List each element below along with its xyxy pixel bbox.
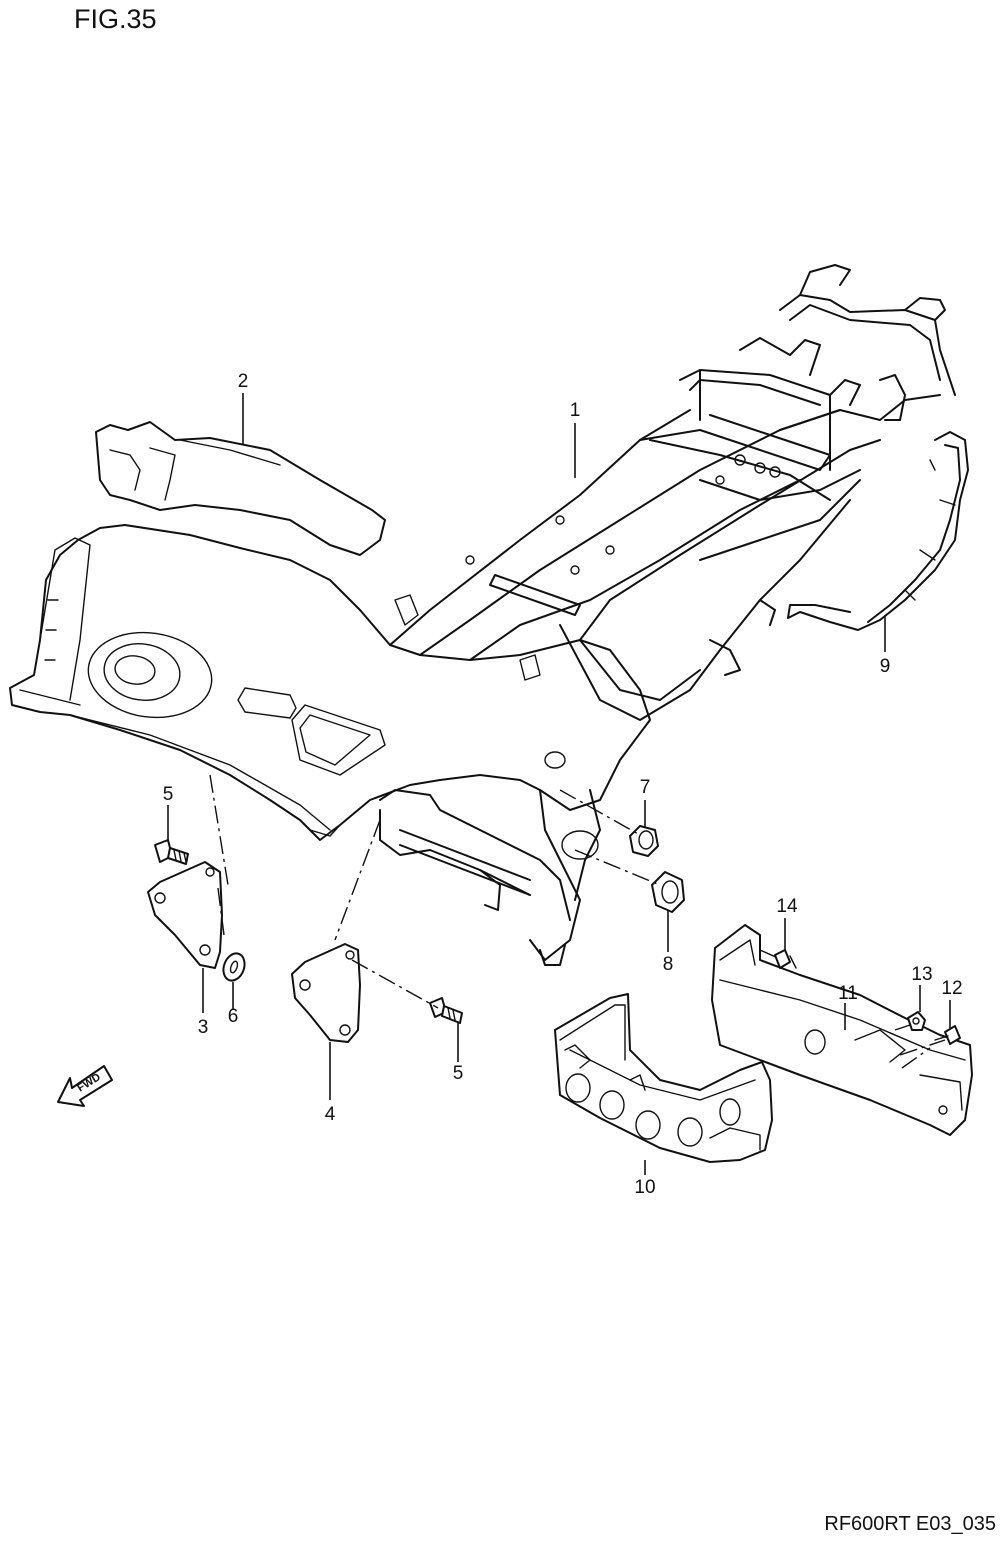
panel-part-2 (95, 421, 386, 556)
callout-4: 4 (325, 1104, 336, 1125)
bolt-part-5-upper (154, 839, 189, 865)
callout-5-upper: 5 (163, 784, 174, 805)
callout-2: 2 (238, 371, 249, 392)
callout-10: 10 (634, 1177, 655, 1198)
guard-part-10 (554, 993, 773, 1163)
figure-title: FIG.35 (74, 4, 157, 34)
bolt-part-14 (774, 949, 797, 969)
callout-7: 7 (640, 777, 651, 798)
bolt-part-12 (934, 1025, 961, 1045)
callout-11: 11 (838, 983, 858, 1004)
forward-arrow-icon: FWD (57, 1065, 113, 1107)
bracket-part-11 (711, 924, 973, 1136)
bolt-part-5-lower (429, 997, 463, 1024)
nut-part-13 (907, 1011, 926, 1031)
callout-9: 9 (880, 656, 891, 677)
drawing-code: RF600RT E03_035 (824, 1513, 996, 1535)
washer-part-6 (222, 952, 246, 982)
callout-8: 8 (663, 954, 674, 975)
bushing-part-8 (651, 871, 685, 913)
leader-lines (167, 393, 951, 1175)
callout-6: 6 (228, 1006, 239, 1027)
callout-5-lower: 5 (453, 1063, 464, 1084)
assembly-lines (209, 774, 946, 1069)
callout-13: 13 (911, 964, 932, 985)
callout-14: 14 (776, 896, 798, 917)
brace-part-9 (787, 431, 969, 631)
bracket-part-3 (147, 861, 223, 969)
callout-3: 3 (198, 1017, 209, 1038)
bracket-part-4 (291, 943, 361, 1043)
callout-labels: 1 2 3 4 5 5 6 7 8 9 10 11 12 13 14 (163, 371, 963, 1198)
bushing-part-7 (629, 825, 659, 857)
main-frame-part-1 (9, 264, 956, 966)
callout-1: 1 (570, 400, 581, 421)
callout-12: 12 (941, 978, 962, 999)
